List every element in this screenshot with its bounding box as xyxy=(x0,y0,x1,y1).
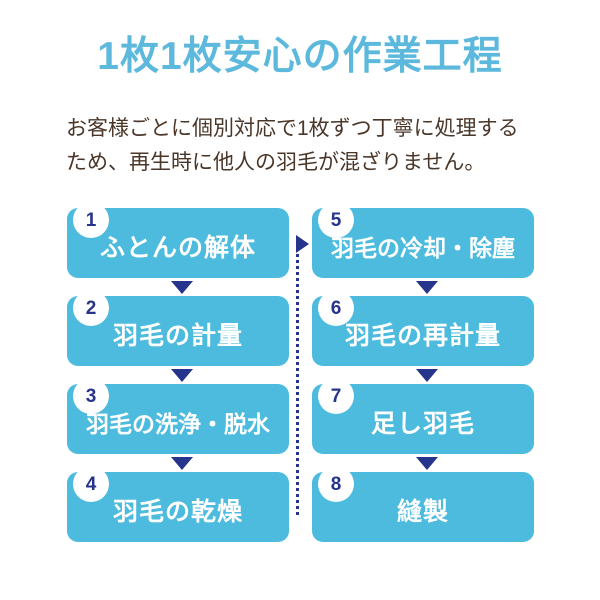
arrow-down-icon-1to2 xyxy=(171,281,193,294)
flow-step-3-label: 羽毛の洗浄・脱水 xyxy=(86,411,270,437)
flow-step-3[interactable]: 羽毛の洗浄・脱水 3 xyxy=(67,378,289,454)
flow-step-7-number-badge: 7 xyxy=(318,378,354,414)
arrow-down-icon-7to8 xyxy=(416,457,438,470)
flow-step-5-number-badge: 5 xyxy=(318,202,354,238)
arrow-down-icon-6to7 xyxy=(416,369,438,382)
flow-step-2[interactable]: 羽毛の計量 2 xyxy=(67,290,289,366)
arrow-right-icon-4to5 xyxy=(296,235,309,253)
flow-step-1-label: ふとんの解体 xyxy=(99,234,256,262)
flow-step-5[interactable]: 羽毛の冷却・除塵 5 xyxy=(312,202,534,278)
flow-step-2-label: 羽毛の計量 xyxy=(112,322,243,350)
lead-line-2: ため、再生時に他人の羽毛が混ざりません。 xyxy=(66,151,486,175)
flow-column-right: 羽毛の冷却・除塵 5 羽毛の再計量 6 足し羽毛 7 縫製 8 xyxy=(312,202,534,548)
flow-step-6-number-badge: 6 xyxy=(318,290,354,326)
flow-step-2-number-badge: 2 xyxy=(73,290,109,326)
flow-step-8[interactable]: 縫製 8 xyxy=(312,466,534,542)
lead-paragraph: お客様ごとに個別対応で1枚ずつ丁寧に処理する ため、再生時に他人の羽毛が混ざりま… xyxy=(66,112,544,180)
flow-step-7-label: 足し羽毛 xyxy=(370,410,475,438)
flow-step-6[interactable]: 羽毛の再計量 6 xyxy=(312,290,534,366)
flow-step-4[interactable]: 羽毛の乾燥 4 xyxy=(67,466,289,542)
flow-step-8-label: 縫製 xyxy=(396,498,449,526)
flow-step-4-label: 羽毛の乾燥 xyxy=(112,498,243,526)
lead-line-1: お客様ごとに個別対応で1枚ずつ丁寧に処理する xyxy=(66,117,519,140)
flow-step-7[interactable]: 足し羽毛 7 xyxy=(312,378,534,454)
flow-step-8-number-badge: 8 xyxy=(318,466,354,502)
arrow-down-icon-3to4 xyxy=(171,457,193,470)
arrow-down-icon-2to3 xyxy=(171,369,193,382)
flow-column-left: ふとんの解体 1 羽毛の計量 2 羽毛の洗浄・脱水 3 羽毛の乾燥 4 xyxy=(67,202,289,548)
connector-dotted-line xyxy=(296,243,299,515)
page-title: 1枚1枚安心の作業工程 xyxy=(97,35,503,78)
flow-step-6-label: 羽毛の再計量 xyxy=(344,322,501,350)
flow-step-4-number-badge: 4 xyxy=(73,466,109,502)
flow-step-5-label: 羽毛の冷却・除塵 xyxy=(331,235,515,261)
flow-step-3-number-badge: 3 xyxy=(73,378,109,414)
arrow-down-icon-5to6 xyxy=(416,281,438,294)
flow-step-1[interactable]: ふとんの解体 1 xyxy=(67,202,289,278)
flow-step-1-number-badge: 1 xyxy=(73,202,109,238)
